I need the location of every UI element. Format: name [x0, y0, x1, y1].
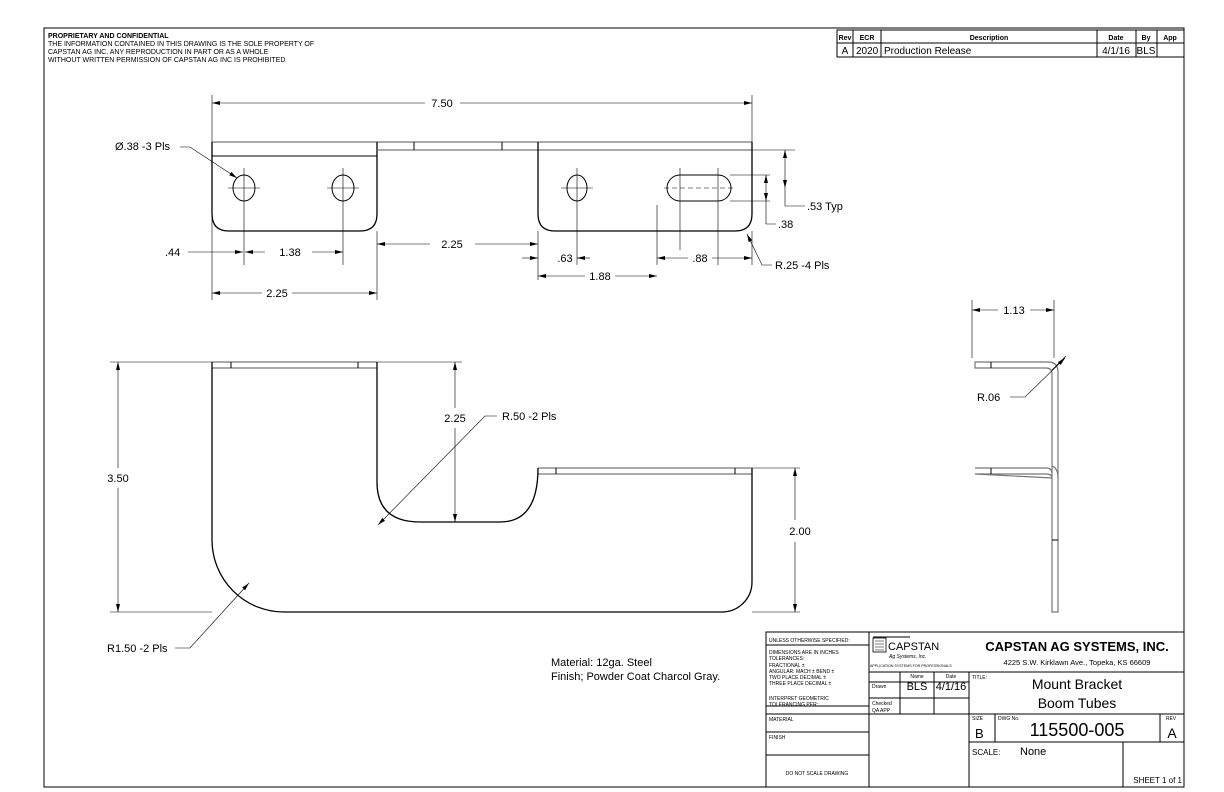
dim-63: .63 [557, 253, 572, 265]
dim-h200: 2.00 [789, 526, 810, 538]
logo-sub: Ag Systems, Inc. [888, 654, 927, 660]
finish-label: FINISH [769, 735, 786, 741]
scale-value: None [1020, 746, 1046, 758]
front-view: 3.50 2.25 R.50 -2 Pls 2.00 R1.50 -2 Pls [107, 361, 811, 655]
qa-label: QA APP [872, 708, 891, 714]
dim-38: .38 [778, 219, 793, 231]
side-view: 1.13 R.06 [971, 300, 1067, 613]
rev-label: REV [1166, 716, 1177, 722]
rev-header: Rev [839, 35, 852, 42]
checked-label: Checked [872, 701, 892, 707]
title-block: UNLESS OTHERWISE SPECIFIED: DIMENSIONS A… [765, 631, 1185, 788]
tol-interpret-per: TOLERANCING PER: [769, 702, 818, 708]
sheet-border [43, 27, 1185, 788]
material-note: Material: 12ga. Steel [551, 657, 652, 669]
app-header: App [1163, 35, 1177, 42]
tol-dims: DIMENSIONS ARE IN INCHES [769, 650, 839, 656]
tol-unless: UNLESS OTHERWISE SPECIFIED: [769, 638, 850, 644]
dim-height-350: 3.50 [107, 473, 128, 485]
revision-table: Rev ECR Description Date By App A 2020 P… [836, 29, 1185, 90]
notice-line: THE INFORMATION CONTAINED IN THIS DRAWIN… [48, 41, 314, 48]
ecr-cell: 2020 [856, 46, 879, 57]
top-view: 7.50 Ø.38 -3 Pls .53 Typ .38 .44 1.38 2.… [115, 95, 843, 300]
company-name: CAPSTAN AG SYSTEMS, INC. [985, 639, 1168, 654]
drawing-title-line2: Boom Tubes [1038, 695, 1117, 711]
finish-note: Finish; Powder Coat Charcol Gray. [551, 671, 720, 683]
proprietary-notice: PROPRIETARY AND CONFIDENTIAL THE INFORMA… [48, 33, 314, 64]
ecr-header: ECR [860, 35, 875, 42]
dim-113: 1.13 [1003, 305, 1024, 317]
dim-flange-225: 2.25 [266, 288, 287, 300]
dim-188: 1.88 [589, 271, 610, 283]
drawing-title-line1: Mount Bracket [1032, 676, 1122, 692]
notice-line: CAPSTAN AG INC. ANY REPRODUCTION IN PART… [48, 49, 269, 56]
notice-line: WITHOUT WRITTEN PERMISSION OF CAPSTAN AG… [48, 57, 285, 64]
size-label: SIZE [972, 716, 984, 722]
dim-gap-225: 2.25 [441, 239, 462, 251]
no-scale-note: DO NOT SCALE DRAWING [786, 771, 849, 777]
drawn-label: Drawn [872, 684, 887, 690]
tol-three-place: THREE PLACE DECIMAL ± [769, 681, 832, 687]
drawn-name: BLS [907, 681, 928, 693]
by-cell: BLS [1137, 46, 1156, 57]
by-header: By [1142, 35, 1151, 42]
company-address: 4225 S.W. Kirklawn Ave., Topeka, KS 6660… [1004, 658, 1151, 667]
tol-label: TOLERANCES: [769, 656, 804, 662]
dim-53-typ: .53 Typ [807, 201, 843, 213]
logo-name: CAPSTAN [888, 641, 939, 653]
date-header: Date [1108, 35, 1123, 42]
rev-cell: A [842, 46, 849, 57]
dim-hole-diameter: Ø.38 -3 Pls [115, 141, 171, 153]
dim-overall-length: 7.50 [431, 98, 452, 110]
date-cell: 4/1/16 [1102, 46, 1130, 57]
description-header: Description [970, 35, 1009, 42]
tol-angular: ANGULAR: MACH ± BEND ± [769, 669, 834, 675]
material-label: MATERIAL [769, 717, 794, 723]
logo-tagline: APPLICATION SYSTEMS FOR PROFESSIONALS [870, 664, 952, 668]
drawing-number: 115500-005 [1030, 720, 1125, 740]
notice-heading: PROPRIETARY AND CONFIDENTIAL [48, 33, 169, 40]
dwg-label: DWG No. [998, 716, 1019, 722]
sheet-number: SHEET 1 of 1 [1133, 776, 1182, 785]
dim-notch-225: 2.25 [444, 413, 465, 425]
dim-44: .44 [165, 247, 180, 259]
dim-r25: R.25 -4 Pls [775, 260, 830, 272]
dim-138: 1.38 [279, 247, 300, 259]
dim-88: .88 [692, 253, 707, 265]
size-value: B [975, 726, 984, 741]
date-header: Date [946, 674, 957, 680]
dim-r50: R.50 -2 Pls [502, 411, 557, 423]
description-cell: Production Release [884, 46, 972, 57]
dim-r150: R1.50 -2 Pls [107, 643, 168, 655]
drawn-date: 4/1/16 [936, 681, 967, 693]
tol-fractional: FRACTIONAL ± [769, 663, 805, 669]
title-label: TITLE: [972, 675, 987, 681]
tol-interpret: INTERPRET GEOMETRIC [769, 696, 829, 702]
tol-two-place: TWO PLACE DECIMAL ± [769, 675, 826, 681]
name-header: Name [910, 674, 924, 680]
capstan-logo: CAPSTAN Ag Systems, Inc. APPLICATION SYS… [870, 636, 952, 668]
dim-r06: R.06 [977, 392, 1000, 404]
rev-value: A [1167, 725, 1177, 741]
scale-label: SCALE: [972, 748, 1000, 757]
